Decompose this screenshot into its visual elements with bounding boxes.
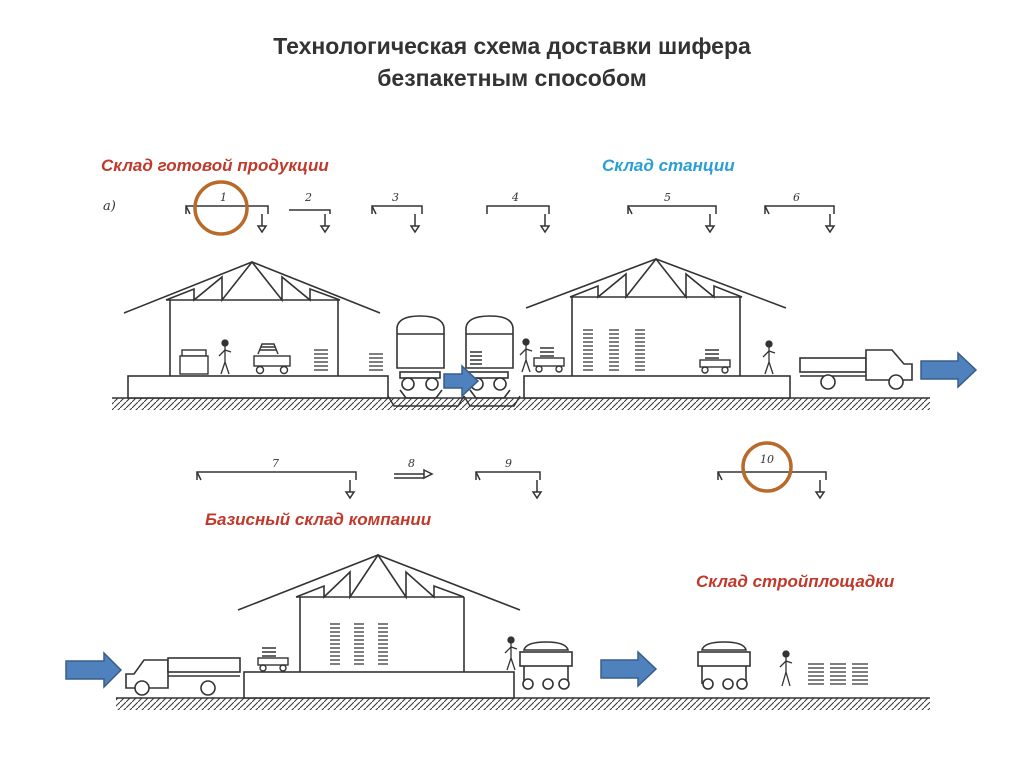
shed-icon — [523, 257, 791, 399]
slate-stack-icon — [808, 663, 868, 685]
slate-stack-icon — [583, 329, 645, 371]
shed-icon — [123, 260, 389, 399]
crane-symbol-icon — [627, 205, 717, 234]
step-number: 10 — [760, 453, 774, 466]
worker-icon — [779, 650, 793, 687]
label-station-warehouse: Склад станции — [602, 156, 735, 175]
title-line-2: безпакетным способом — [377, 65, 647, 91]
worker-icon — [218, 339, 232, 375]
step-number: 8 — [408, 457, 415, 470]
trolley-icon — [533, 347, 565, 373]
crane-symbol-icon — [764, 205, 836, 234]
step-number: 3 — [392, 191, 399, 204]
truck-icon — [799, 349, 913, 390]
worker-icon — [519, 338, 533, 373]
step-number: 1 — [220, 191, 227, 204]
ground-line — [112, 397, 930, 410]
crane-symbol-icon — [185, 205, 269, 234]
crane-symbol-icon — [289, 209, 331, 234]
flow-arrow-icon — [65, 651, 123, 689]
railcar-icon — [396, 315, 445, 399]
railcar-icon — [465, 315, 514, 399]
step-number: 6 — [793, 191, 800, 204]
worker-icon — [504, 636, 518, 671]
rail-trench — [387, 395, 521, 407]
crane-symbol-icon — [196, 471, 357, 500]
flow-arrow-icon — [394, 468, 434, 480]
trolley-icon — [699, 349, 731, 374]
label-base-warehouse: Базисный склад компании — [205, 510, 432, 529]
trolley-icon — [257, 647, 289, 672]
title-line-1: Технологическая схема доставки шифера — [273, 33, 751, 59]
trailer-icon — [519, 641, 573, 690]
highlight-circle — [193, 180, 249, 236]
crane-symbol-icon — [717, 471, 827, 500]
step-number: 9 — [505, 457, 512, 470]
step-number: 2 — [304, 191, 312, 204]
crane-symbol-icon — [486, 205, 551, 234]
flow-arrow-icon — [600, 650, 658, 688]
scheme-marker: а) — [103, 199, 116, 214]
worker-icon — [762, 340, 776, 375]
ground-line — [116, 697, 930, 710]
flow-arrow-icon — [443, 364, 480, 398]
trolley-icon — [253, 343, 291, 375]
slate-stack-icon — [330, 623, 388, 665]
label-warehouse-finished: Склад готовой продукции — [101, 156, 329, 175]
crane-symbol-icon — [475, 471, 543, 500]
flow-arrow-icon — [920, 351, 978, 389]
trailer-icon — [697, 641, 751, 690]
truck-icon — [125, 657, 241, 696]
slide-title: Технологическая схема доставки шифера бе… — [0, 30, 1024, 94]
shed-icon — [237, 553, 521, 699]
step-number: 7 — [272, 457, 279, 470]
slate-stack-icon — [314, 349, 383, 371]
label-site-warehouse: Склад стройплощадки — [696, 572, 895, 591]
pallet-icon — [179, 349, 209, 375]
step-number: 5 — [664, 191, 671, 204]
crane-symbol-icon — [371, 205, 423, 234]
highlight-circle — [741, 441, 793, 493]
step-number: 4 — [511, 191, 519, 204]
